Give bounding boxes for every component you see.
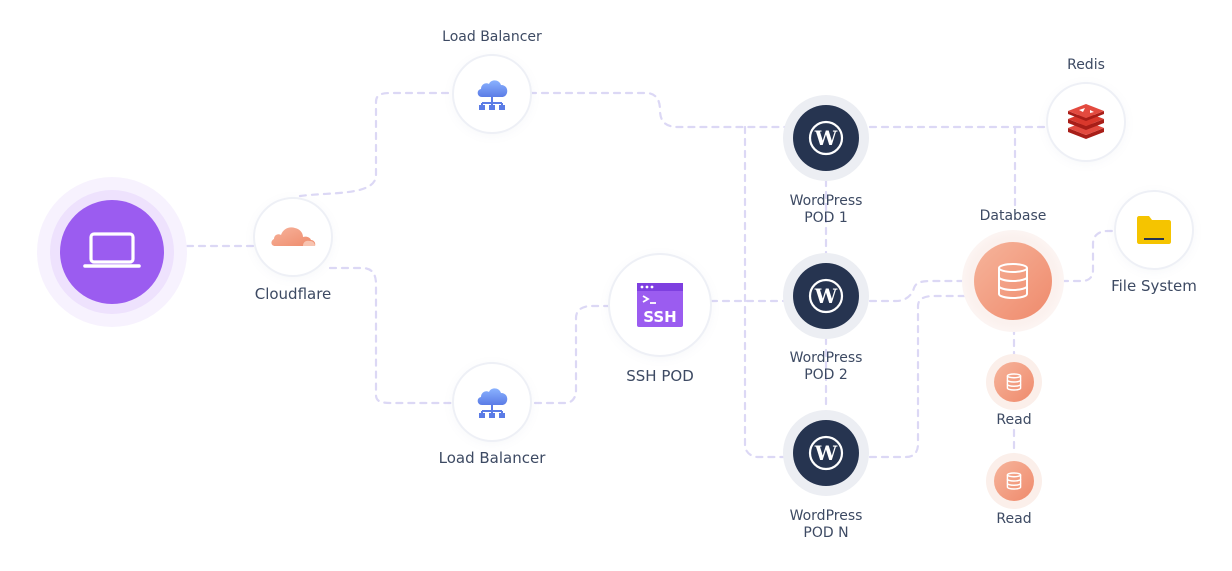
folder-icon: [1137, 216, 1171, 244]
client-node[interactable]: [37, 177, 187, 327]
connector-cloudflare-lb-top: [298, 91, 454, 198]
database-icon: [1006, 472, 1022, 490]
connector-podn-database: [868, 294, 967, 459]
read-replica-2-label: Read: [996, 511, 1032, 527]
terminal-window-icon: SSH: [637, 283, 683, 327]
connector-cloudflare-lb-bottom: [328, 266, 454, 405]
load-balancer-top-node[interactable]: [452, 54, 532, 134]
database-icon: [1006, 373, 1022, 391]
svg-text:W: W: [814, 126, 838, 150]
connector-bus: [743, 125, 788, 459]
wordpress-pod-2-node[interactable]: W: [783, 253, 869, 339]
cloudflare-node[interactable]: [253, 197, 333, 277]
connector-pod2-database: [868, 279, 967, 303]
wordpress-pod-1-node[interactable]: W: [783, 95, 869, 181]
cloud-network-icon: [477, 388, 508, 418]
laptop-icon: [83, 232, 141, 268]
connector-lb-top-wordpress: [528, 91, 788, 129]
svg-text:W: W: [814, 284, 838, 308]
read-replica-1-node[interactable]: [986, 354, 1042, 410]
database-icon: [998, 263, 1028, 299]
load-balancer-bottom-node[interactable]: [452, 362, 532, 442]
read-replica-1-label: Read: [996, 412, 1032, 428]
load-balancer-top-label: Load Balancer: [442, 29, 542, 45]
redis-node[interactable]: [1046, 82, 1126, 162]
wordpress-icon: W: [808, 278, 844, 314]
file-system-label: File System: [1111, 277, 1197, 295]
svg-text:W: W: [814, 441, 838, 465]
database-node[interactable]: [962, 230, 1064, 332]
wordpress-icon: W: [808, 120, 844, 156]
file-system-node[interactable]: [1114, 190, 1194, 270]
ssh-pod-node[interactable]: SSH: [608, 253, 712, 357]
wordpress-pod-n-node[interactable]: W: [783, 410, 869, 496]
ssh-pod-label: SSH POD: [626, 367, 694, 385]
cloudflare-label: Cloudflare: [254, 285, 332, 303]
wordpress-icon: W: [808, 435, 844, 471]
connector-database-filesystem: [1060, 229, 1116, 283]
redis-icon: [1068, 104, 1104, 139]
read-replica-2-node[interactable]: [986, 453, 1042, 509]
ssh-badge-text: SSH: [643, 308, 677, 326]
load-balancer-bottom-label: Load Balancer: [438, 449, 546, 467]
redis-label: Redis: [1067, 57, 1105, 73]
cloudflare-icon: [271, 227, 316, 246]
connector-lb-bottom-ssh: [533, 304, 612, 405]
database-label: Database: [979, 208, 1047, 224]
cloud-network-icon: [477, 80, 508, 110]
